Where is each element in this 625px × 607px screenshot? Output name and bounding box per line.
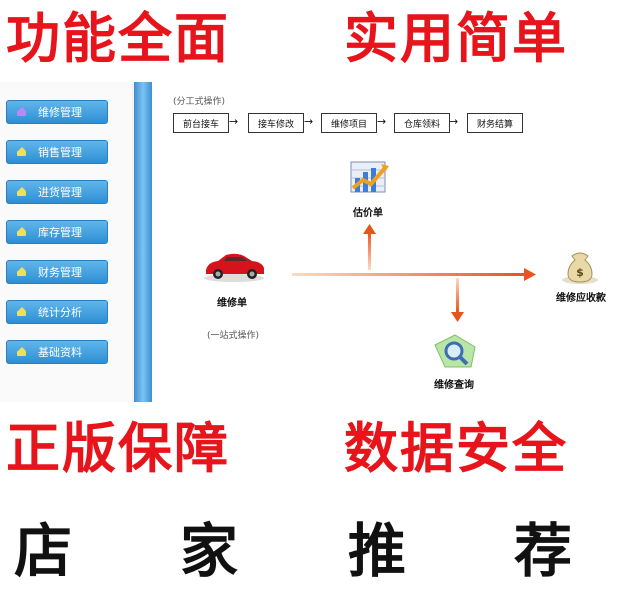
home-icon: [17, 306, 26, 316]
flow-line: [368, 232, 371, 270]
nav-inventory-management[interactable]: 库存管理: [6, 220, 108, 244]
home-icon: [17, 346, 26, 356]
recommend-char: 家: [180, 517, 239, 585]
arrow-head: [524, 268, 536, 281]
nav-sales-management[interactable]: 销售管理: [6, 140, 108, 164]
banner-genuine: 正版保障: [6, 417, 230, 480]
split-mode-hint: (分工式操作): [173, 97, 226, 107]
step-edit-intake[interactable]: 接车修改: [248, 113, 304, 133]
arrow-icon: →: [304, 115, 314, 128]
step-repair-items[interactable]: 维修项目: [321, 113, 377, 133]
money-bag-icon: $: [562, 252, 598, 284]
flow-diagram: $: [204, 161, 598, 368]
workflow-area: (分工式操作) 前台接车 → 接车修改 → 维修项目 → 仓库领料 → 财务结算: [152, 82, 625, 402]
arrow-head: [363, 224, 376, 234]
flow-line: [456, 278, 459, 312]
magnifier-icon: [434, 334, 476, 368]
one-stop-hint: (一站式操作): [207, 331, 260, 341]
app-panel: 维修管理 销售管理 进货管理 库存管理 财务管理 统计分析 基础资料 (分工式操…: [0, 82, 625, 402]
nav-label: 统计分析: [38, 306, 82, 319]
arrow-icon: →: [229, 115, 239, 128]
step-warehouse[interactable]: 仓库领料: [394, 113, 450, 133]
home-icon: [17, 146, 26, 156]
nav-label: 基础资料: [38, 346, 82, 359]
arrow-head: [451, 312, 464, 322]
sidebar: 维修管理 销售管理 进货管理 库存管理 财务管理 统计分析 基础资料: [0, 82, 132, 402]
nav-label: 维修管理: [38, 106, 82, 119]
recommend-char: 推: [348, 517, 407, 585]
step-front-desk[interactable]: 前台接车: [173, 113, 229, 133]
step-settlement[interactable]: 财务结算: [467, 113, 523, 133]
recommend-char: 店: [14, 517, 73, 585]
home-icon: [17, 109, 26, 116]
home-icon: [17, 226, 26, 236]
banner-features: 功能全面: [6, 7, 230, 70]
node-repair-order[interactable]: 维修单: [217, 298, 247, 309]
node-repair-query[interactable]: 维修查询: [434, 380, 474, 391]
nav-purchase-management[interactable]: 进货管理: [6, 180, 108, 204]
nav-label: 库存管理: [38, 226, 82, 239]
home-icon: [17, 186, 26, 196]
home-icon: [17, 266, 26, 276]
node-estimate[interactable]: 估价单: [353, 208, 383, 219]
recommend-row: 店 家 推 荐: [0, 522, 625, 602]
chart-icon: [350, 161, 389, 193]
svg-text:$: $: [576, 266, 584, 279]
nav-label: 进货管理: [38, 186, 82, 199]
splitter-bar[interactable]: [134, 82, 152, 402]
nav-repair-management[interactable]: 维修管理: [6, 100, 108, 124]
node-receivable[interactable]: 维修应收款: [556, 293, 606, 304]
nav-statistics[interactable]: 统计分析: [6, 300, 108, 324]
nav-label: 财务管理: [38, 266, 82, 279]
flow-line: [292, 273, 524, 276]
nav-label: 销售管理: [38, 146, 82, 159]
arrow-icon: →: [449, 115, 459, 128]
banner-data-safety: 数据安全: [344, 417, 568, 480]
recommend-char: 荐: [514, 517, 573, 585]
nav-finance-management[interactable]: 财务管理: [6, 260, 108, 284]
arrow-icon: →: [377, 115, 387, 128]
banner-simple: 实用简单: [344, 7, 568, 70]
nav-basic-data[interactable]: 基础资料: [6, 340, 108, 364]
car-icon: [204, 253, 264, 282]
